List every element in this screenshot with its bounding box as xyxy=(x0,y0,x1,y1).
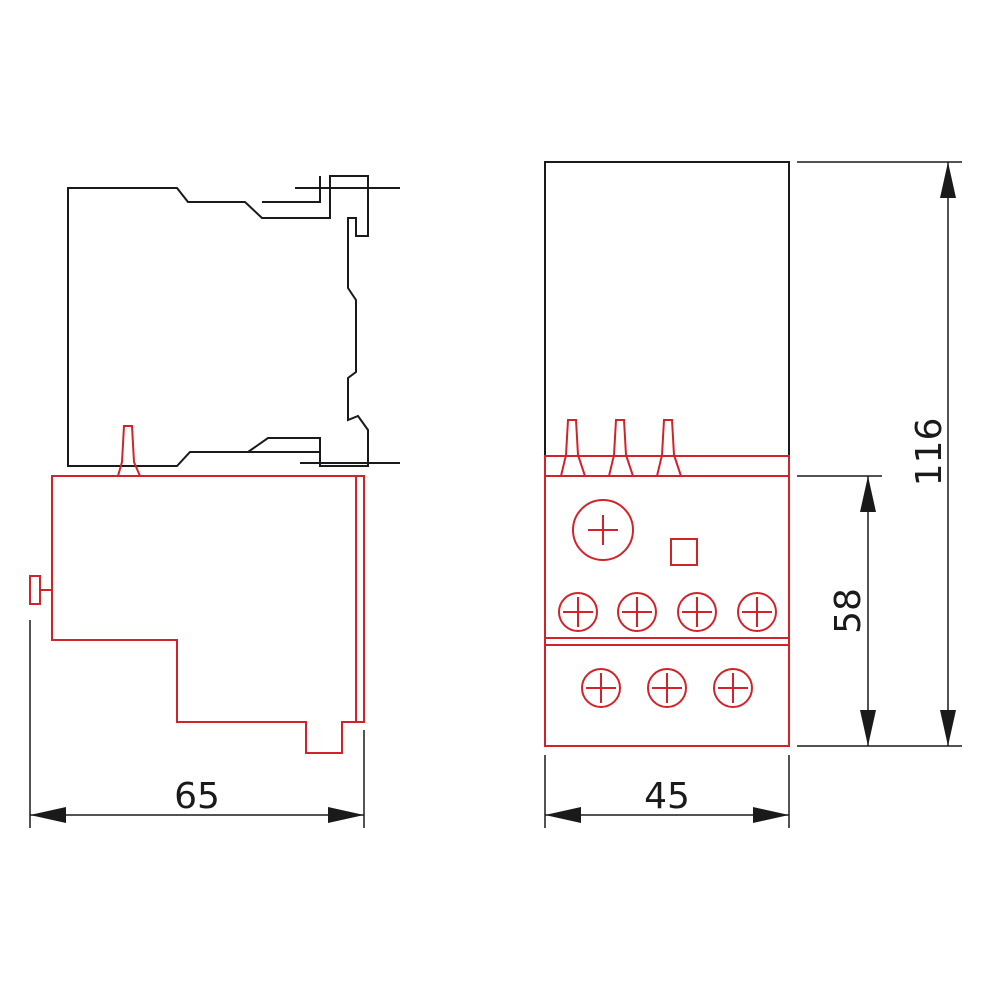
dimension-total-height xyxy=(797,161,962,747)
dimension-side-depth-label: 65 xyxy=(174,776,220,817)
dimension-total-height-label: 116 xyxy=(909,418,950,487)
side-relay-body xyxy=(29,425,365,754)
dimension-relay-height xyxy=(797,475,882,747)
lower-terminal-screws xyxy=(581,668,753,708)
screw-terminal-icon xyxy=(581,668,621,708)
dimension-side-depth xyxy=(29,620,365,828)
dimension-relay-height-label: 58 xyxy=(828,588,869,634)
screw-terminal-icon xyxy=(713,668,753,708)
screw-terminal-icon xyxy=(558,592,598,632)
dimension-front-width xyxy=(544,755,790,828)
pin-3 xyxy=(655,419,683,477)
test-button-icon[interactable] xyxy=(670,538,698,566)
screw-terminal-icon xyxy=(617,592,657,632)
screw-terminal-icon xyxy=(737,592,777,632)
front-view: 45 58 116 xyxy=(544,161,962,828)
upper-terminal-screws xyxy=(558,592,777,632)
front-relay-body xyxy=(544,455,790,747)
front-contactor-body xyxy=(544,161,790,457)
pin-2 xyxy=(607,419,635,477)
side-view: 65 xyxy=(29,175,400,828)
front-connection-pins xyxy=(559,419,683,477)
screw-terminal-icon xyxy=(647,668,687,708)
dimension-front-width-label: 45 xyxy=(644,776,690,817)
screw-terminal-icon xyxy=(677,592,717,632)
side-contactor-body xyxy=(67,175,400,467)
pin-1 xyxy=(559,419,587,477)
adjustment-dial-icon[interactable] xyxy=(572,499,634,561)
